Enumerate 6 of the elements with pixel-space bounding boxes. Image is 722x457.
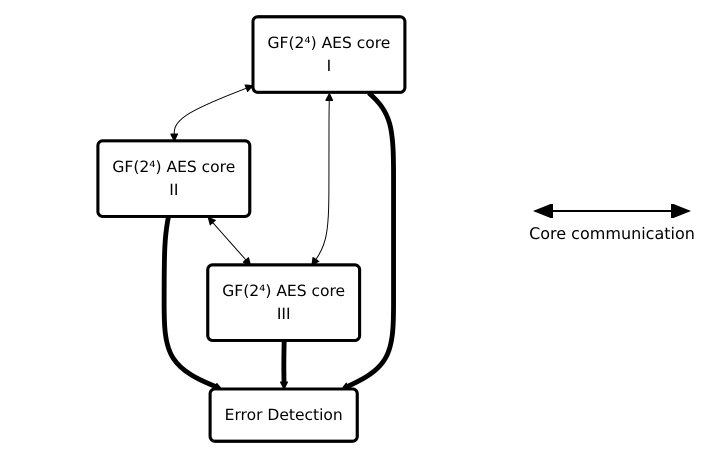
arrow — [207, 216, 251, 266]
arrow — [161, 216, 222, 390]
arrow — [170, 84, 254, 142]
arrow — [279, 340, 288, 390]
legend-label: Core communication — [529, 224, 695, 243]
arrow — [310, 92, 334, 266]
